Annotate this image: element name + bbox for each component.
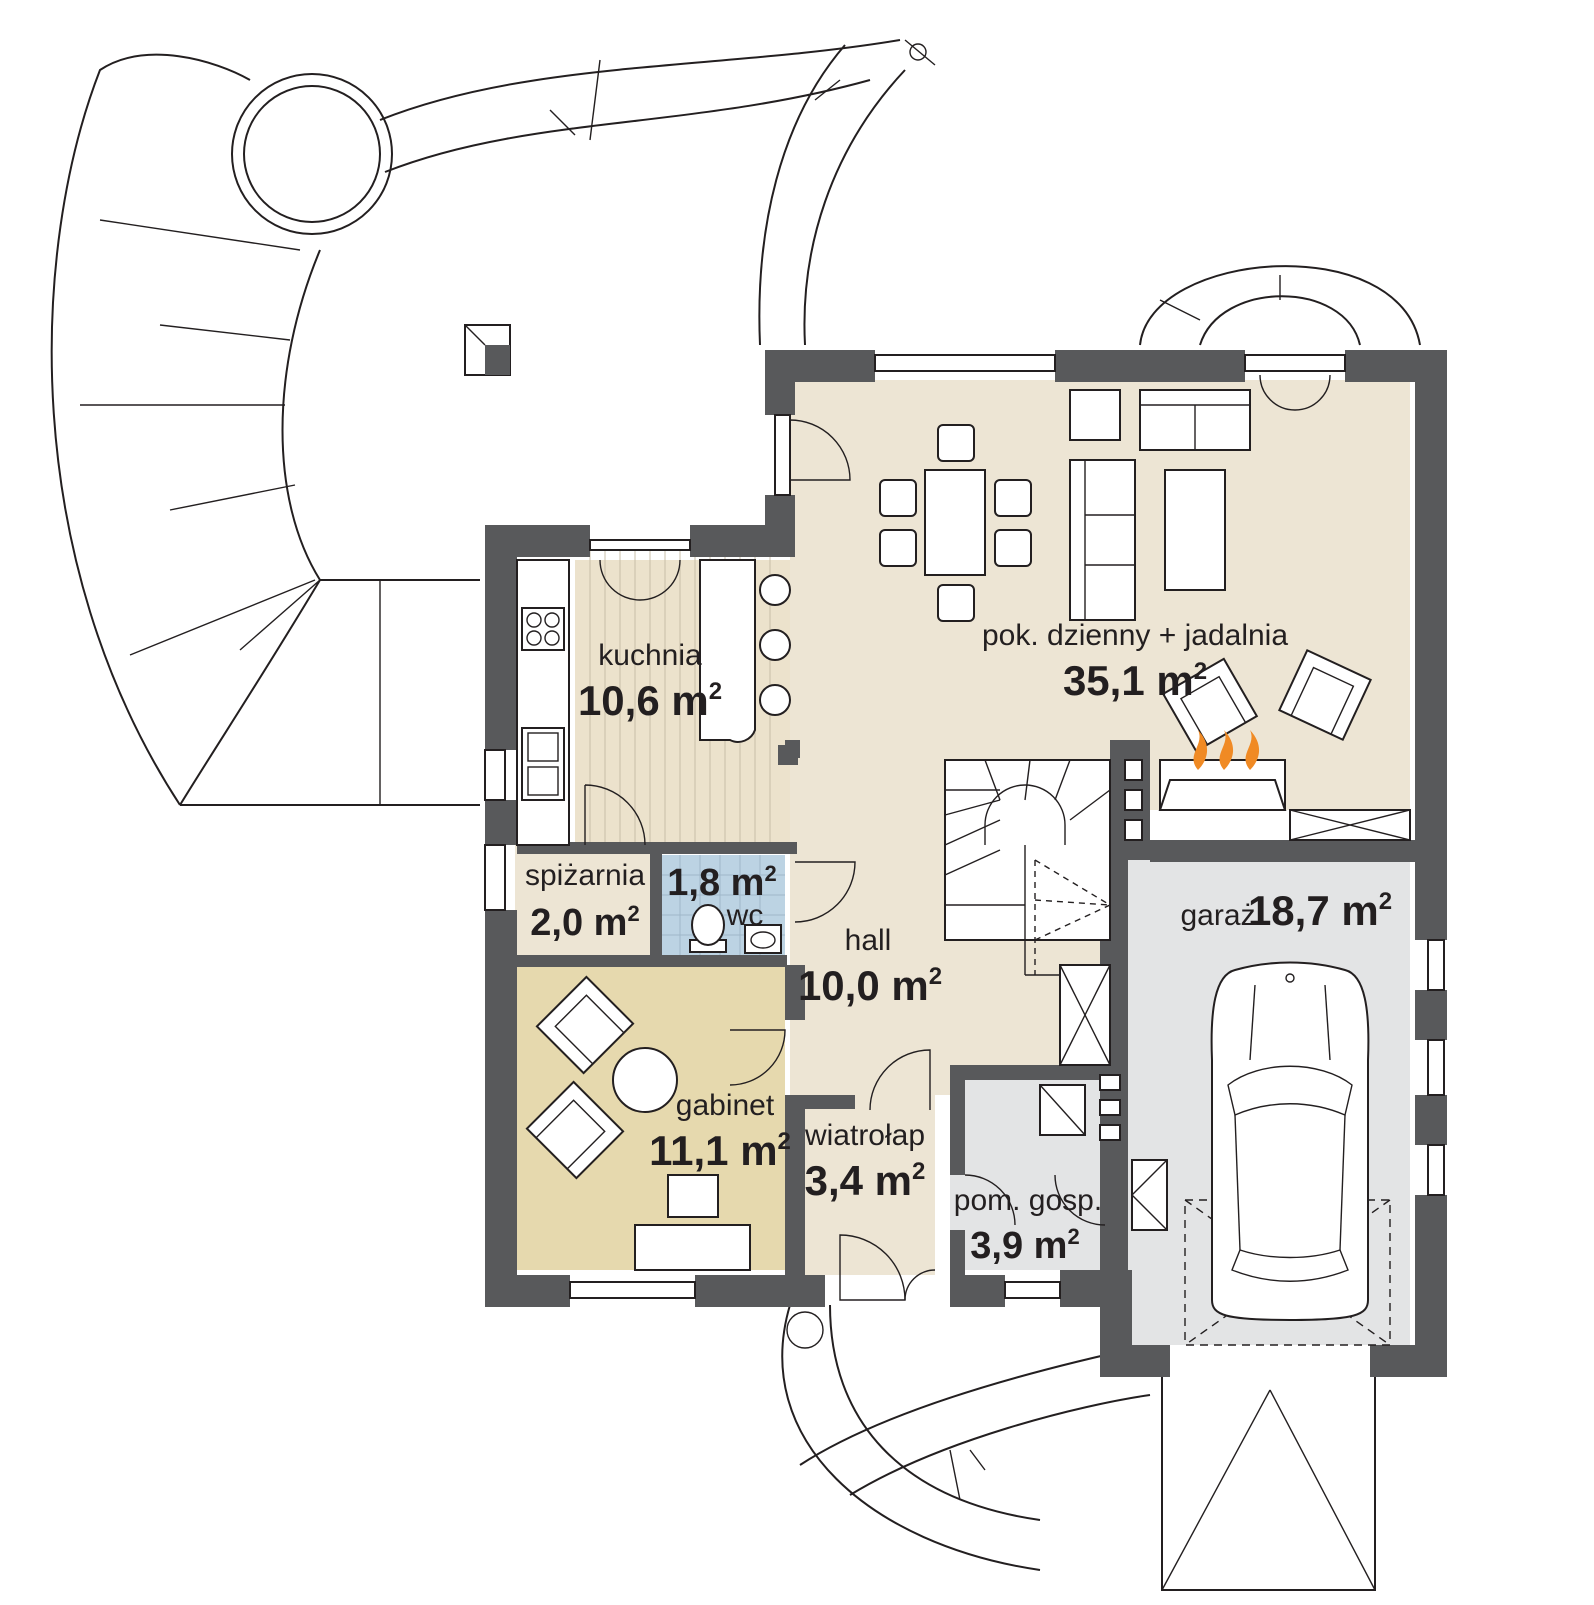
room-area-office: 11,1 m2 xyxy=(649,1127,791,1174)
room-area-pantry: 2,0 m2 xyxy=(530,901,639,944)
room-name-hall: hall xyxy=(845,924,892,957)
room-area-utility: 3,9 m2 xyxy=(970,1224,1079,1267)
doors xyxy=(584,374,1331,1301)
room-name-kitchen: kuchnia xyxy=(598,639,702,672)
room-name-wc: wc xyxy=(726,899,764,932)
car-icon xyxy=(1184,961,1391,1346)
utility-fixtures xyxy=(1039,1074,1168,1231)
entrance-path xyxy=(781,1304,1376,1591)
sink-icon xyxy=(521,727,565,801)
room-name-utility: pom. gosp. xyxy=(954,1184,1102,1217)
sofa-set xyxy=(1069,389,1372,753)
office-furniture xyxy=(525,975,751,1271)
staircase xyxy=(944,759,1111,1066)
room-labels: pok. dzienny + jadalnia 35,1 m2 kuchnia … xyxy=(525,619,1392,1267)
room-name-living: pok. dzienny + jadalnia xyxy=(982,619,1288,652)
room-name-garage: garaż xyxy=(1180,899,1255,932)
room-area-garage: 18,7 m2 xyxy=(1248,887,1392,934)
room-area-hall: 10,0 m2 xyxy=(798,962,942,1009)
room-area-kitchen: 10,6 m2 xyxy=(578,677,722,724)
terrace-outline xyxy=(50,39,936,806)
washbasin-icon xyxy=(744,924,782,954)
room-name-pantry: spiżarnia xyxy=(525,859,645,892)
wc-fixtures xyxy=(689,904,782,954)
pantry-floor xyxy=(515,845,650,960)
toilet-icon xyxy=(689,904,727,953)
room-area-vestibule: 3,4 m2 xyxy=(805,1157,926,1204)
kitchen-fittings xyxy=(516,559,798,846)
room-name-vestibule: wiatrołap xyxy=(804,1119,925,1152)
room-name-office: gabinet xyxy=(676,1089,775,1122)
room-area-living: 35,1 m2 xyxy=(1063,657,1207,704)
room-area-wc: 1,8 m2 xyxy=(667,861,776,904)
dining-table xyxy=(879,424,1032,622)
stove-icon xyxy=(521,607,565,651)
fireplace xyxy=(1124,730,1411,841)
windows xyxy=(484,354,1445,1299)
bay-window xyxy=(1139,265,1421,346)
